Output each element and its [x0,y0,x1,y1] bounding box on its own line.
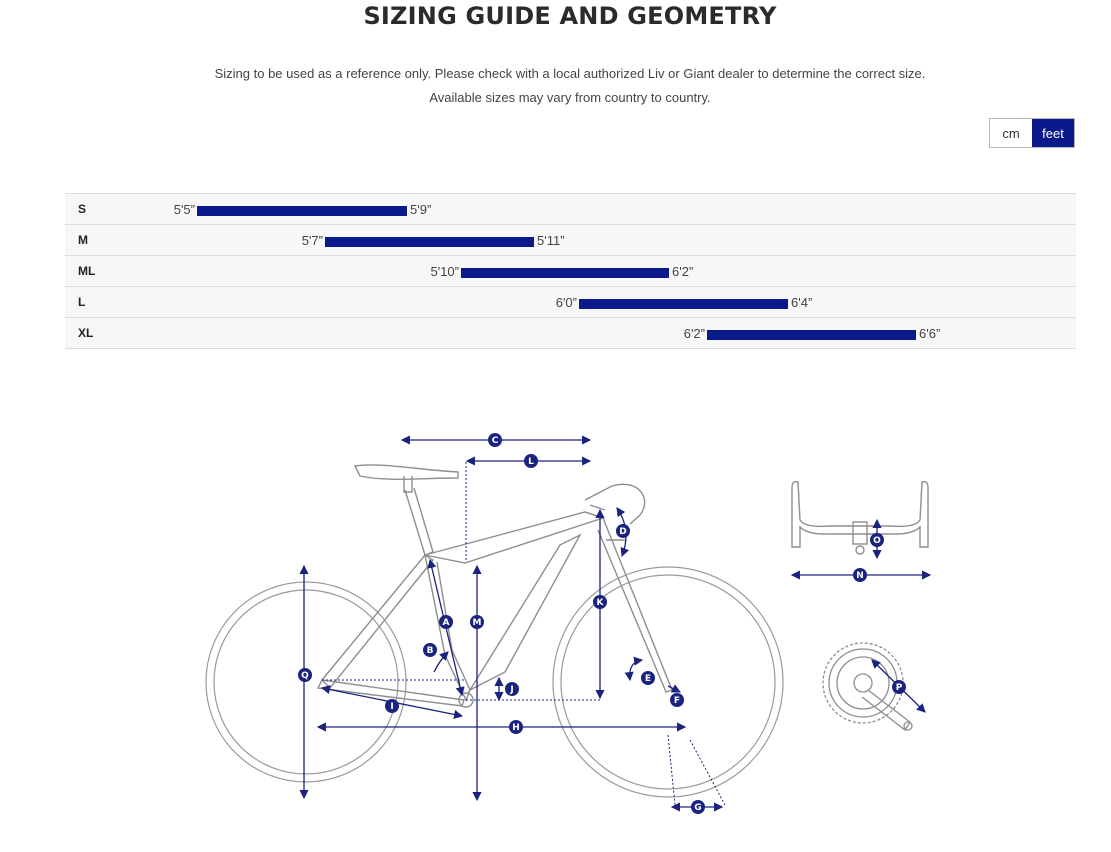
size-label: L [78,295,86,309]
size-row: M 5'7” 5'11” [65,224,1076,255]
range-max: 5'11” [537,233,565,248]
label-i: I [385,699,399,713]
svg-text:M: M [473,618,482,628]
svg-text:H: H [512,723,520,733]
rear-wheel [205,581,407,783]
label-a: A [439,615,453,629]
label-j: J [505,682,519,696]
range-max: 5'9” [410,202,432,217]
size-label: ML [78,264,96,278]
svg-text:E: E [645,674,651,684]
label-f: F [670,693,684,707]
availability-note: Available sizes may vary from country to… [429,90,711,105]
range-max: 6'2” [672,264,694,279]
label-n: N [853,568,867,582]
size-row: XL 6'2” 6'6” [65,317,1076,349]
svg-text:G: G [694,803,701,813]
label-b: B [423,643,437,657]
page-title: SIZING GUIDE AND GEOMETRY [363,2,777,30]
svg-text:F: F [674,696,680,706]
svg-text:K: K [597,598,605,608]
svg-text:O: O [873,536,881,546]
unit-feet-button[interactable]: feet [1032,119,1074,147]
size-row: S 5'5” 5'9” [65,193,1076,224]
label-k: K [593,595,607,609]
range-bar [197,206,407,216]
svg-text:P: P [896,683,903,693]
label-h: H [509,720,523,734]
label-l: L [524,454,538,468]
size-row: L 6'0” 6'4” [65,286,1076,317]
label-o: O [870,533,884,547]
size-row: ML 5'10” 6'2” [65,255,1076,286]
bike-frame [316,464,673,708]
range-bar [325,237,534,247]
svg-text:A: A [443,618,450,628]
handlebar-topview [791,480,929,555]
label-q: Q [298,668,312,682]
range-min: 5'7” [301,233,323,248]
svg-text:C: C [492,436,499,446]
svg-text:D: D [619,527,626,537]
measure-labels: A B C D E F G H I J K L M N O P Q [298,433,906,814]
size-label: M [78,233,88,247]
label-d: D [616,524,630,538]
range-min: 5'5” [173,202,195,217]
label-c: C [488,433,502,447]
label-m: M [470,615,484,629]
svg-text:N: N [856,571,864,581]
front-wheel [552,566,784,798]
range-max: 6'4” [791,295,813,310]
label-e: E [641,671,655,685]
svg-text:B: B [427,646,434,656]
range-bar [579,299,788,309]
range-bar [707,330,916,340]
svg-text:I: I [390,702,393,712]
dotted-guides [322,462,726,806]
label-p: P [892,680,906,694]
size-table: S 5'5” 5'9” M 5'7” 5'11” ML 5'10” 6'2” L… [65,193,1076,349]
unit-toggle: cm feet [989,118,1075,148]
measure-arrows [299,435,932,812]
range-bar [461,268,669,278]
size-label: S [78,202,87,216]
unit-cm-button[interactable]: cm [990,119,1032,147]
svg-text:J: J [509,685,513,695]
svg-text:Q: Q [301,671,309,681]
sizing-note: Sizing to be used as a reference only. P… [214,66,926,81]
range-min: 5'10” [430,264,459,279]
svg-text:L: L [528,457,534,467]
range-max: 6'6” [919,326,941,341]
range-min: 6'0” [555,295,577,310]
range-min: 6'2” [683,326,705,341]
label-g: G [691,800,705,814]
size-label: XL [78,326,94,340]
